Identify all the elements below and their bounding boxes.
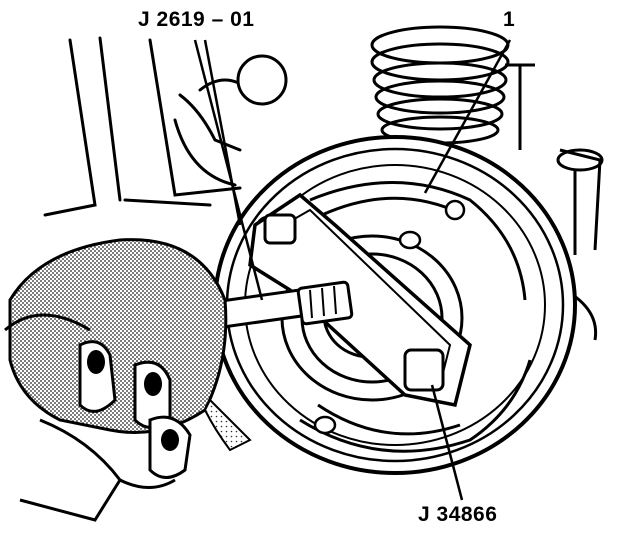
finger-nails xyxy=(87,350,179,451)
adapter-plate xyxy=(248,192,472,408)
callout-part-1: 1 xyxy=(503,8,516,31)
leader-lines xyxy=(193,39,512,501)
puller-shaft xyxy=(197,280,354,332)
technician-hand xyxy=(4,238,228,434)
callout-tool-j2619: J 2619 – 01 xyxy=(138,8,255,31)
mount-hole xyxy=(236,54,288,106)
brake-drum-edge xyxy=(203,398,252,452)
vehicle-frame xyxy=(43,36,252,217)
coil-spring xyxy=(370,25,510,145)
hand-fingers xyxy=(19,340,192,522)
callout-tool-j34866: J 34866 xyxy=(418,503,498,526)
